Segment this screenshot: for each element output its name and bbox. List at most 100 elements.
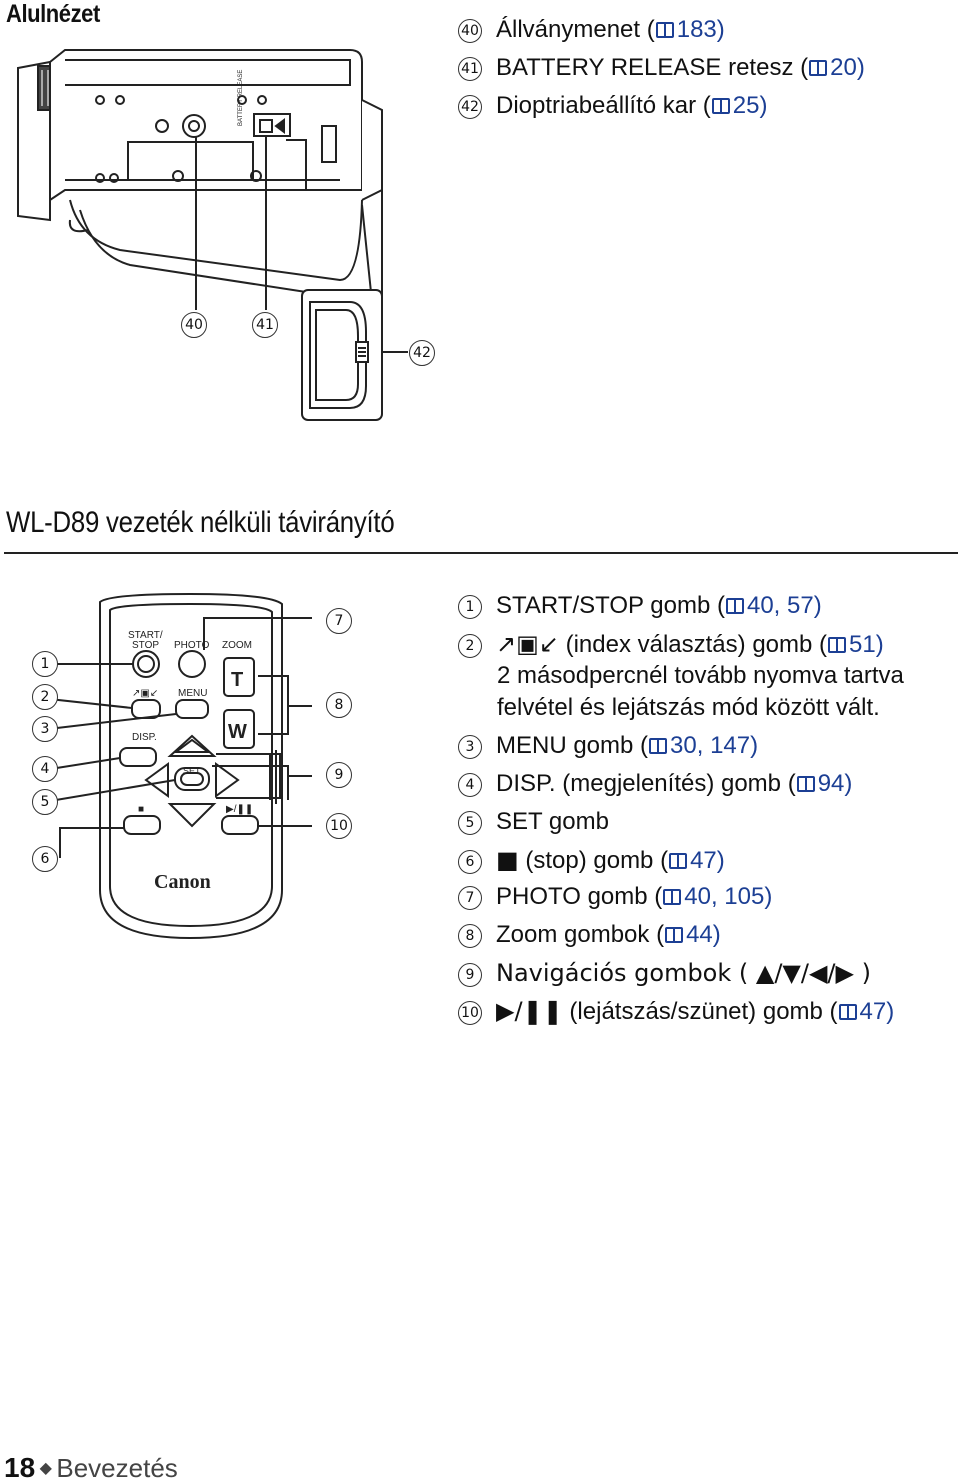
index-icon: ↗▣↙ <box>496 630 559 658</box>
callout-10: 10 <box>326 813 352 839</box>
stop-icon: ■ <box>496 846 519 874</box>
page-reference-icon <box>809 60 828 76</box>
page-number: 18 <box>4 1452 36 1483</box>
item-number: 4 <box>458 773 482 797</box>
page-footer: 18 ◆ Bevezetés <box>4 1452 178 1484</box>
page-reference-icon <box>649 738 668 754</box>
page-ref[interactable]: 25 <box>732 92 760 119</box>
item-text: (stop) gomb ( <box>518 847 669 874</box>
item-text: BATTERY RELEASE retesz ( <box>496 54 809 81</box>
item-number: 8 <box>458 924 482 948</box>
play-pause-icon: ▶/❚❚ <box>496 997 563 1025</box>
item-number: 1 <box>458 595 482 619</box>
ref-close: ) <box>716 847 725 874</box>
ref-close: ) <box>844 770 853 797</box>
page-reference-icon <box>828 637 847 653</box>
brand-logo: Canon <box>154 871 211 893</box>
page-ref[interactable]: 20 <box>830 54 857 81</box>
ref-close: ) <box>712 921 721 948</box>
callout-8: 8 <box>326 692 352 718</box>
item-number: 9 <box>458 963 482 987</box>
page-ref[interactable]: 94 <box>817 770 845 797</box>
list-item: 41 BATTERY RELEASE retesz ( 20) <box>458 53 865 83</box>
play-pause-label: ▶/❚❚ <box>226 804 253 815</box>
set-label: SET <box>183 766 201 776</box>
list-item: 9 Navigációs gombok ( ▲/▼/◀/▶ ) <box>458 958 871 989</box>
item-text: PHOTO gomb ( <box>496 883 663 910</box>
callout-9: 9 <box>326 762 352 788</box>
list-item: 2↗▣↙ (index választás) gomb (51) <box>458 629 884 660</box>
item-text: Zoom gombok ( <box>496 921 665 948</box>
wide-label: W <box>228 721 247 743</box>
item-text: Állványmenet ( <box>496 16 655 43</box>
stop-label: ■ <box>138 804 144 815</box>
ref-close: ) <box>813 592 822 619</box>
page-reference-icon <box>663 889 682 905</box>
item-text: (index választás) gomb ( <box>558 631 828 658</box>
list-item: 5 SET gomb <box>458 807 609 837</box>
list-item: 10▶/❚❚ (lejátszás/szünet) gomb (47) <box>458 996 894 1027</box>
item-number: 3 <box>458 735 482 759</box>
item-number: 40 <box>458 19 482 43</box>
section-title-remote: WL-D89 vezeték nélküli távirányító <box>6 506 395 539</box>
page-ref[interactable]: 44 <box>686 921 713 948</box>
callout-40: 40 <box>181 312 207 338</box>
battery-release-label: BATTERY RELEASE <box>238 70 244 126</box>
remote-control-illustration: START/ STOP PHOTO ZOOM ↗▣↙ MENU DISP. SE… <box>39 592 312 940</box>
callout-2: 2 <box>32 684 58 710</box>
photo-label: PHOTO <box>174 640 210 651</box>
item-text: MENU gomb ( <box>496 732 649 759</box>
item-number: 7 <box>458 886 482 910</box>
item-number: 10 <box>458 1001 482 1025</box>
page-reference-icon <box>838 1004 857 1020</box>
list-item: 40 Állványmenet ( 183) <box>458 15 725 45</box>
item-number: 42 <box>458 95 482 119</box>
page-ref[interactable]: 47 <box>859 998 887 1025</box>
menu-label: MENU <box>178 688 207 699</box>
callout-42: 42 <box>409 340 435 366</box>
item-number: 5 <box>458 811 482 835</box>
callout-1: 1 <box>32 651 58 677</box>
callout-3: 3 <box>32 716 58 742</box>
callout-5: 5 <box>32 789 58 815</box>
callout-7: 7 <box>326 608 352 634</box>
start-stop-label-2: STOP <box>132 640 159 651</box>
page-ref[interactable]: 47 <box>690 847 717 874</box>
index-label: ↗▣↙ <box>132 688 158 699</box>
ref-close: ) <box>750 732 759 759</box>
page-ref[interactable]: 51 <box>849 631 876 658</box>
item-text: Navigációs gombok ( ▲/▼/◀/▶ ) <box>496 959 871 987</box>
page-ref[interactable]: 183 <box>676 16 717 43</box>
page-reference-icon <box>796 776 815 792</box>
disp-label: DISP. <box>132 732 157 743</box>
start-stop-label: START/ <box>128 630 163 641</box>
page-reference-icon <box>669 853 688 869</box>
ref-close: ) <box>764 883 773 910</box>
item-number: 41 <box>458 57 482 81</box>
page-reference-icon <box>655 22 674 38</box>
ref-close: ) <box>716 16 725 43</box>
page-ref[interactable]: 40, 57 <box>746 592 814 619</box>
divider <box>4 552 958 554</box>
page-reference-icon <box>725 598 744 614</box>
list-item: 6■ (stop) gomb (47) <box>458 845 725 876</box>
callout-41: 41 <box>252 312 278 338</box>
item-text: SET gomb <box>496 808 609 835</box>
tele-label: T <box>231 669 243 691</box>
chapter-name: Bevezetés <box>56 1453 178 1483</box>
ref-close: ) <box>856 54 865 81</box>
page-reference-icon <box>711 98 730 114</box>
callout-4: 4 <box>32 756 58 782</box>
item-text: Dioptriabeállító kar ( <box>496 92 711 119</box>
camcorder-bottom-illustration: BATTERY RELEASE <box>17 49 408 421</box>
item-text: (lejátszás/szünet) gomb ( <box>562 998 838 1025</box>
list-item: 42 Dioptriabeállító kar ( 25) <box>458 91 767 121</box>
page-ref[interactable]: 40, 105 <box>684 883 765 910</box>
list-item: 7 PHOTO gomb ( 40, 105) <box>458 882 772 912</box>
ref-close: ) <box>759 92 768 119</box>
item-number: 2 <box>458 634 482 658</box>
page-ref[interactable]: 30, 147 <box>670 732 751 759</box>
diamond-icon: ◆ <box>39 1460 52 1477</box>
